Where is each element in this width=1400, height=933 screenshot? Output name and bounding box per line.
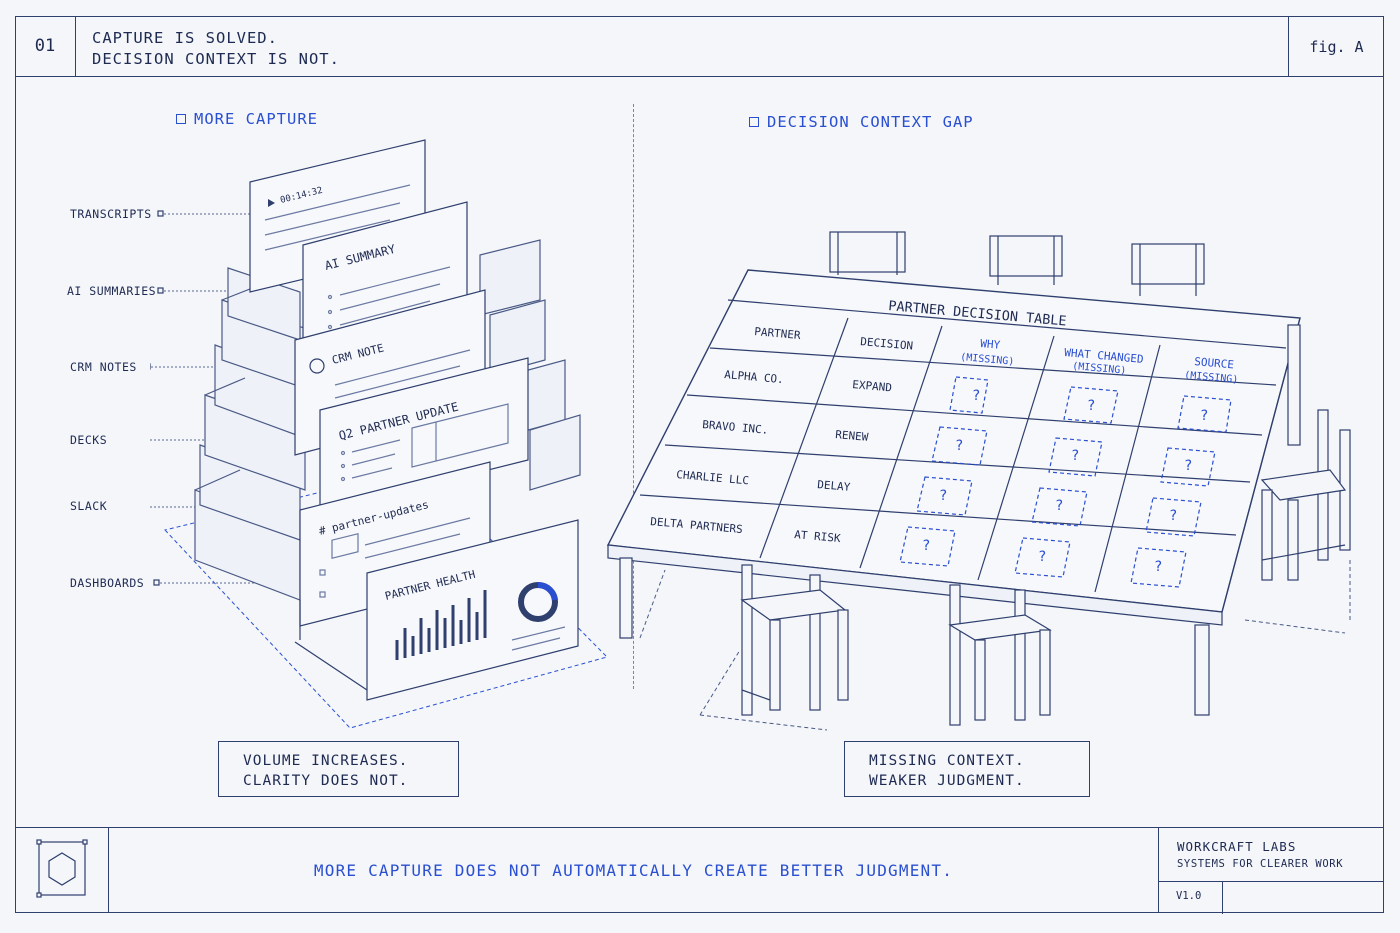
header-divider xyxy=(15,76,1384,77)
callout-crm-notes: CRM NOTES xyxy=(70,360,137,374)
figure-label: fig. A xyxy=(1288,16,1384,77)
header-source-missing: (MISSING) xyxy=(1184,370,1239,386)
decision-table-illustration: PARTNER DECISION TABLE PARTNER DECISION … xyxy=(606,231,1351,731)
row-partner-bravo: BRAVO INC. xyxy=(702,418,769,437)
capture-stack-illustration: 00:14:32 AI SUMMARY CRM NOTE Q2 PARTNER … xyxy=(150,139,608,729)
figure-frame xyxy=(15,16,1384,913)
brand-subtitle: SYSTEMS FOR CLEARER WORK xyxy=(1177,858,1344,870)
more-capture-heading: MORE CAPTURE xyxy=(176,110,318,128)
section-divider xyxy=(633,104,634,689)
missing-cell: ? xyxy=(1154,559,1162,575)
bullet-square-icon xyxy=(176,114,186,124)
footer-divider xyxy=(15,827,1384,828)
missing-cell: ? xyxy=(972,388,980,404)
missing-cell: ? xyxy=(1055,498,1063,514)
row-decision-bravo: RENEW xyxy=(835,428,869,444)
version-row: V1.0 xyxy=(1159,881,1383,914)
hexagon-logo-icon xyxy=(36,839,88,898)
missing-cell: ? xyxy=(922,538,930,554)
missing-cell: ? xyxy=(1169,508,1177,524)
brand-name: WORKCRAFT LABS xyxy=(1177,839,1297,854)
version-label: V1.0 xyxy=(1176,890,1202,902)
callout-slack: SLACK xyxy=(70,499,108,513)
callout-decks: DECKS xyxy=(70,433,108,447)
header-what-changed-missing: (MISSING) xyxy=(1072,361,1127,377)
decision-gap-heading: DECISION CONTEXT GAP xyxy=(749,113,974,131)
version-separator xyxy=(1222,882,1223,914)
header-partner: PARTNER xyxy=(754,325,802,342)
logo xyxy=(15,827,109,913)
figure-title: CAPTURE IS SOLVED. DECISION CONTEXT IS N… xyxy=(92,28,340,70)
brand-block: WORKCRAFT LABS SYSTEMS FOR CLEARER WORK … xyxy=(1158,827,1384,914)
row-decision-alpha: EXPAND xyxy=(852,378,893,394)
missing-cell: ? xyxy=(1087,398,1095,414)
row-partner-charlie: CHARLIE LLC xyxy=(676,468,750,487)
missing-cell: ? xyxy=(939,488,947,504)
missing-cell: ? xyxy=(955,438,963,454)
header-decision: DECISION xyxy=(860,335,914,353)
missing-cell: ? xyxy=(1071,448,1079,464)
title-line-2: DECISION CONTEXT IS NOT. xyxy=(92,50,340,68)
header-source: SOURCE xyxy=(1194,355,1235,371)
callout-dashboards: DASHBOARDS xyxy=(70,576,145,590)
header-why: WHY xyxy=(980,337,1001,352)
bullet-square-icon xyxy=(749,117,759,127)
missing-cell: ? xyxy=(1184,458,1192,474)
missing-cell: ? xyxy=(1200,408,1208,424)
header-why-missing: (MISSING) xyxy=(960,352,1015,368)
right-caption: MISSING CONTEXT. WEAKER JUDGMENT. xyxy=(844,741,1090,797)
left-caption: VOLUME INCREASES. CLARITY DOES NOT. xyxy=(218,741,459,797)
row-decision-charlie: DELAY xyxy=(817,478,851,494)
callout-ai-summaries: AI SUMMARIES xyxy=(67,284,157,298)
title-line-1: CAPTURE IS SOLVED. xyxy=(92,29,278,47)
footer-tagline: MORE CAPTURE DOES NOT AUTOMATICALLY CREA… xyxy=(313,860,954,880)
figure-number: 01 xyxy=(15,16,76,77)
missing-cell: ? xyxy=(1038,549,1046,565)
callout-transcripts: TRANSCRIPTS xyxy=(70,207,152,221)
row-decision-delta: AT RISK xyxy=(794,528,842,545)
row-partner-alpha: ALPHA CO. xyxy=(724,368,785,386)
